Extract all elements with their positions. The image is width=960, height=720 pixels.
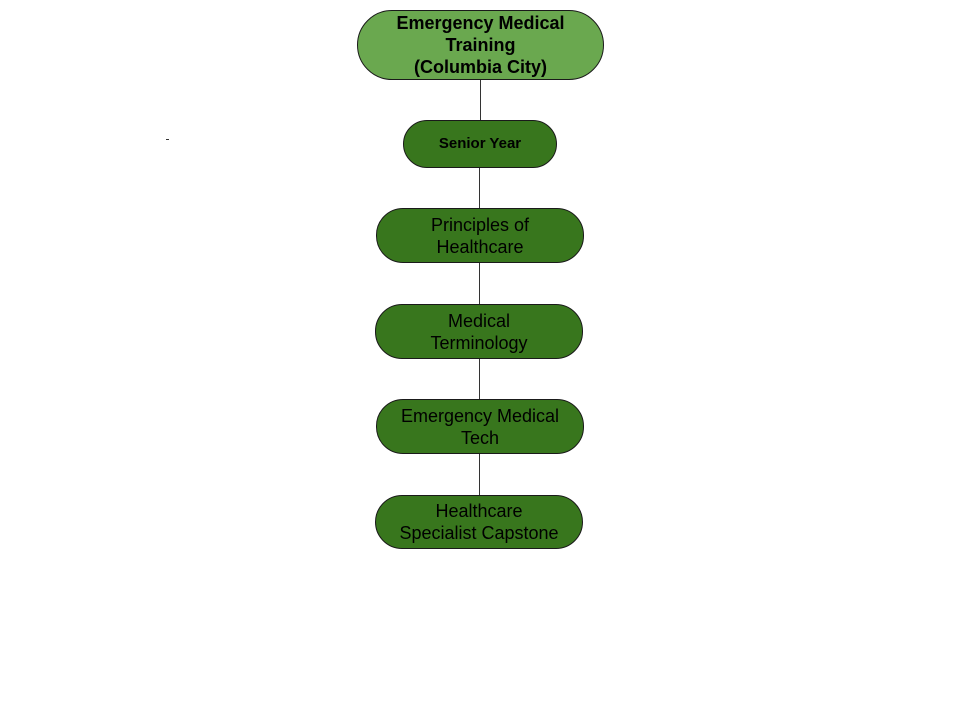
root-line: Training [445,35,516,55]
connector [479,358,480,399]
senior-year-node: Senior Year [403,120,557,168]
course-line: Healthcare [436,236,524,257]
course-line: Healthcare [435,501,523,521]
connector [479,262,480,304]
root-line: (Columbia City) [413,57,547,77]
stray-mark [166,139,169,140]
level-label: Senior Year [438,135,522,152]
connector [480,79,481,120]
course-line: Principles of [430,214,530,235]
course-line: Terminology [430,332,528,353]
course-line: Specialist Capstone [399,523,559,543]
connector [479,167,480,208]
course-line: Tech [460,427,500,448]
course-line: Medical [447,310,510,331]
connector [479,453,480,495]
course-line: Emergency Medical [400,405,560,426]
root-line: Emergency Medical [396,13,565,33]
